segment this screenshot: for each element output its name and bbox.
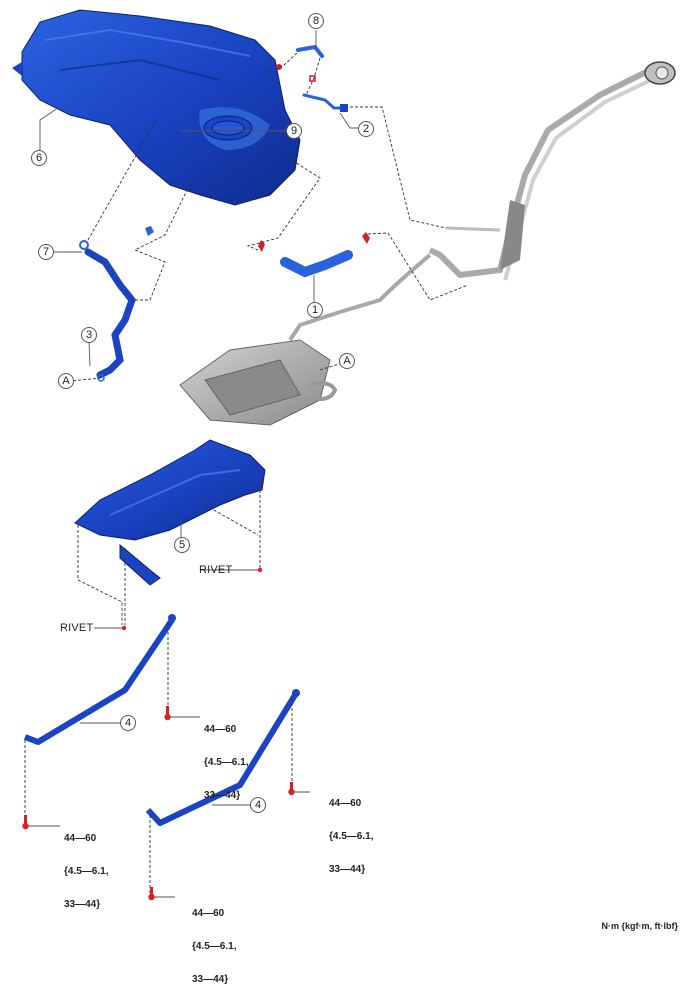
torque-ftlbf: 33—44} bbox=[192, 974, 229, 985]
callout-3: 3 bbox=[81, 327, 97, 343]
callout-4-lower: 4 bbox=[250, 797, 266, 813]
leader-lines bbox=[26, 30, 360, 898]
torque-value: 44—60 bbox=[204, 724, 237, 735]
charcoal-canister bbox=[179, 339, 338, 426]
torque-kgf: {4.5—6.1, bbox=[64, 866, 109, 877]
torque-spec-1: 44—60 {4.5—6.1, 33—44} bbox=[204, 702, 248, 812]
callout-9: 9 bbox=[286, 123, 302, 139]
hose-8 bbox=[296, 44, 348, 112]
callout-4-upper: 4 bbox=[120, 715, 136, 731]
torque-spec-3: 44—60 {4.5—6.1, 33—44} bbox=[329, 776, 373, 886]
callout-5: 5 bbox=[174, 537, 190, 553]
parts-diagram bbox=[12, 9, 676, 901]
rivet-label-left: RIVET bbox=[60, 622, 94, 634]
fuel-tank bbox=[12, 9, 301, 206]
hose-7-3 bbox=[79, 226, 154, 382]
torque-spec-4: 44—60 {4.5—6.1, 33—44} bbox=[192, 886, 236, 996]
hose-1 bbox=[258, 232, 370, 278]
torque-spec-2: 44—60 {4.5—6.1, 33—44} bbox=[64, 811, 108, 921]
filler-pipe bbox=[288, 61, 676, 342]
rivet-label-right: RIVET bbox=[199, 564, 233, 576]
callout-1: 1 bbox=[307, 302, 323, 318]
torque-ftlbf: 33—44} bbox=[329, 864, 366, 875]
callout-7: 7 bbox=[38, 244, 54, 260]
fuel-tank-band-upper bbox=[23, 614, 176, 745]
torque-ftlbf: 33—44} bbox=[204, 790, 241, 801]
torque-kgf: {4.5—6.1, bbox=[204, 757, 249, 768]
fuel-tank-band-lower bbox=[145, 689, 300, 826]
callout-2: 2 bbox=[358, 121, 374, 137]
reference-mark-a-right: A bbox=[339, 353, 355, 369]
torque-kgf: {4.5—6.1, bbox=[192, 941, 237, 952]
torque-value: 44—60 bbox=[192, 908, 225, 919]
reference-mark-a-left: A bbox=[58, 373, 74, 389]
clamp-red-2 bbox=[309, 75, 316, 82]
clamp-red-1 bbox=[276, 64, 282, 70]
torque-value: 44—60 bbox=[64, 833, 97, 844]
torque-ftlbf: 33—44} bbox=[64, 899, 101, 910]
torque-kgf: {4.5—6.1, bbox=[329, 831, 374, 842]
callout-8: 8 bbox=[308, 13, 324, 29]
unit-note: N·m {kgf·m, ft·lbf} bbox=[601, 921, 679, 931]
torque-value: 44—60 bbox=[329, 798, 362, 809]
fasteners bbox=[22, 567, 295, 901]
callout-6: 6 bbox=[31, 150, 47, 166]
assembly-lines bbox=[24, 51, 469, 895]
insulator bbox=[74, 439, 266, 586]
